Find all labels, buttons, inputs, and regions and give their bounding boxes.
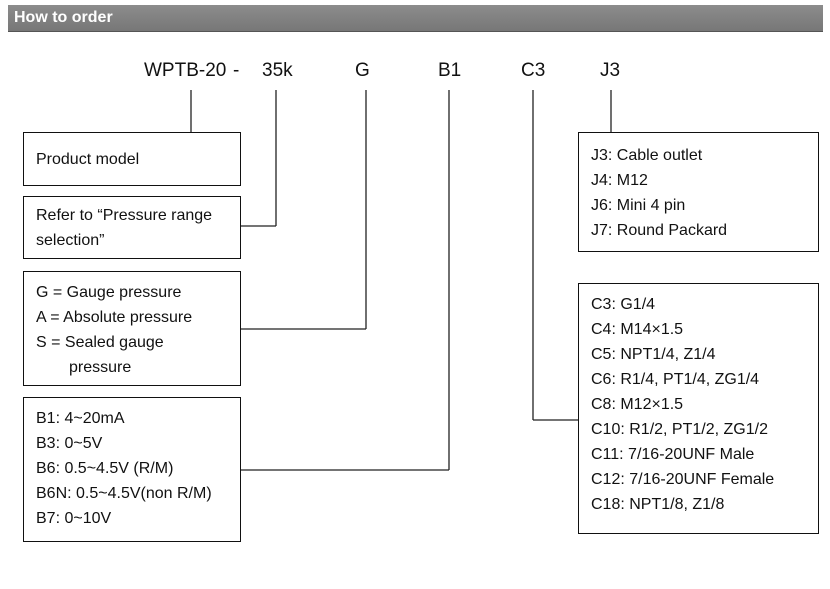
box-line: G = Gauge pressure xyxy=(36,284,182,301)
process-connection-box: C3: G1/4 C4: M14×1.5 C5: NPT1/4, Z1/4 C6… xyxy=(578,283,819,534)
header-bar: How to order xyxy=(8,5,823,32)
range-reference-box: Refer to “Pressure range selection” xyxy=(23,196,241,259)
code-output: B1 xyxy=(438,60,462,81)
box-line: C3: G1/4 xyxy=(591,296,656,313)
section-title: How to order xyxy=(14,9,113,26)
box-line: B3: 0~5V xyxy=(36,435,103,452)
box-line: Refer to “Pressure range xyxy=(36,207,213,224)
output-signal-box: B1: 4~20mA B3: 0~5V B6: 0.5~4.5V (R/M) B… xyxy=(23,397,241,542)
pressure-type-box: G = Gauge pressure A = Absolute pressure… xyxy=(23,271,241,386)
box-line: C5: NPT1/4, Z1/4 xyxy=(591,346,716,363)
box-line: C4: M14×1.5 xyxy=(591,321,684,338)
box-line: B1: 4~20mA xyxy=(36,410,125,427)
box-line: C8: M12×1.5 xyxy=(591,396,684,413)
box-line: C6: R1/4, PT1/4, ZG1/4 xyxy=(591,371,760,388)
box-line: pressure xyxy=(69,359,132,376)
code-pressure-type: G xyxy=(355,60,370,81)
electrical-connection-box: J3: Cable outlet J4: M12 J6: Mini 4 pin … xyxy=(578,132,819,252)
box-line: A = Absolute pressure xyxy=(36,309,193,326)
box-line: B6N: 0.5~4.5V(non R/M) xyxy=(36,485,212,502)
box-line: selection” xyxy=(36,232,105,249)
code-model: WPTB-20 xyxy=(144,60,227,81)
box-line: C11: 7/16-20UNF Male xyxy=(591,446,755,463)
code-dash: - xyxy=(233,60,240,81)
box-line: S = Sealed gauge xyxy=(36,334,164,351)
box-line: B7: 0~10V xyxy=(36,510,112,527)
code-connection: C3 xyxy=(521,60,546,81)
product-model-box: Product model xyxy=(23,132,241,186)
box-line: J4: M12 xyxy=(591,172,648,189)
code-range: 35k xyxy=(262,60,293,81)
code-electrical: J3 xyxy=(600,60,621,81)
box-line: C12: 7/16-20UNF Female xyxy=(591,471,775,488)
box-line: C18: NPT1/8, Z1/8 xyxy=(591,496,725,513)
box-line: J6: Mini 4 pin xyxy=(591,197,686,214)
box-line: Product model xyxy=(36,151,140,168)
box-line: B6: 0.5~4.5V (R/M) xyxy=(36,460,174,477)
box-line: J7: Round Packard xyxy=(591,222,728,239)
box-line: J3: Cable outlet xyxy=(591,147,703,164)
box-line: C10: R1/2, PT1/2, ZG1/2 xyxy=(591,421,768,438)
